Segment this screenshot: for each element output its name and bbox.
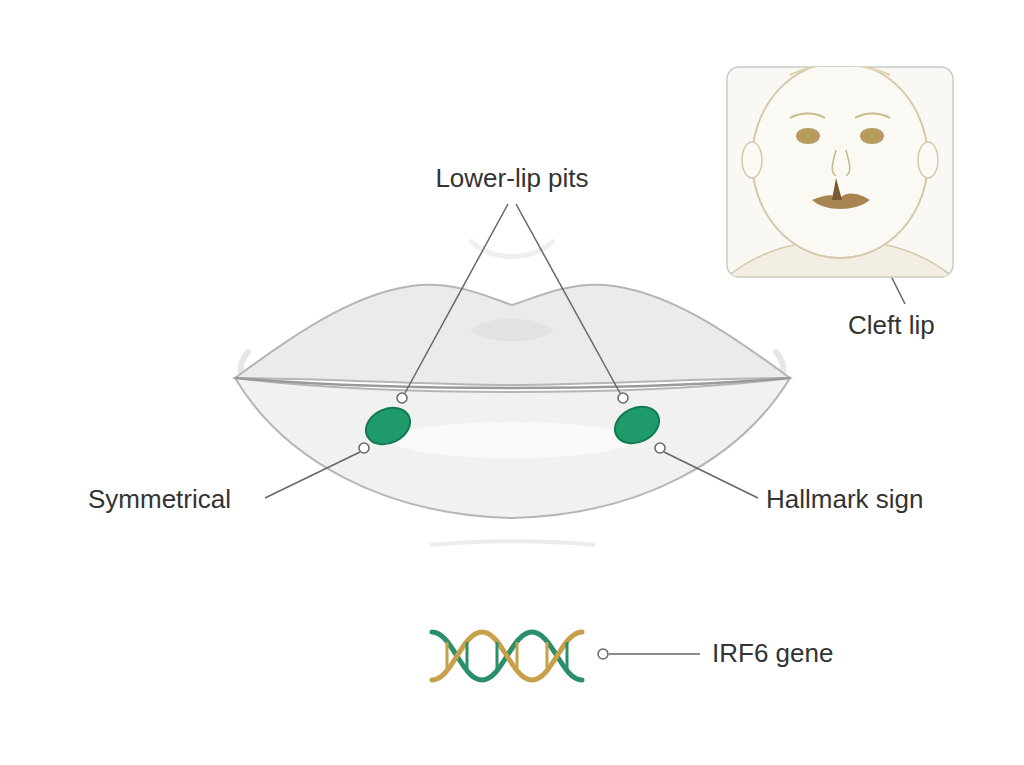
symmetry-label: Symmetrical: [88, 484, 231, 515]
cleft-label: Cleft lip: [848, 310, 935, 341]
hallmark-label: Hallmark sign: [766, 484, 924, 515]
pits-label: Lower-lip pits: [435, 163, 588, 194]
gene-label: IRF6 gene: [712, 638, 833, 669]
